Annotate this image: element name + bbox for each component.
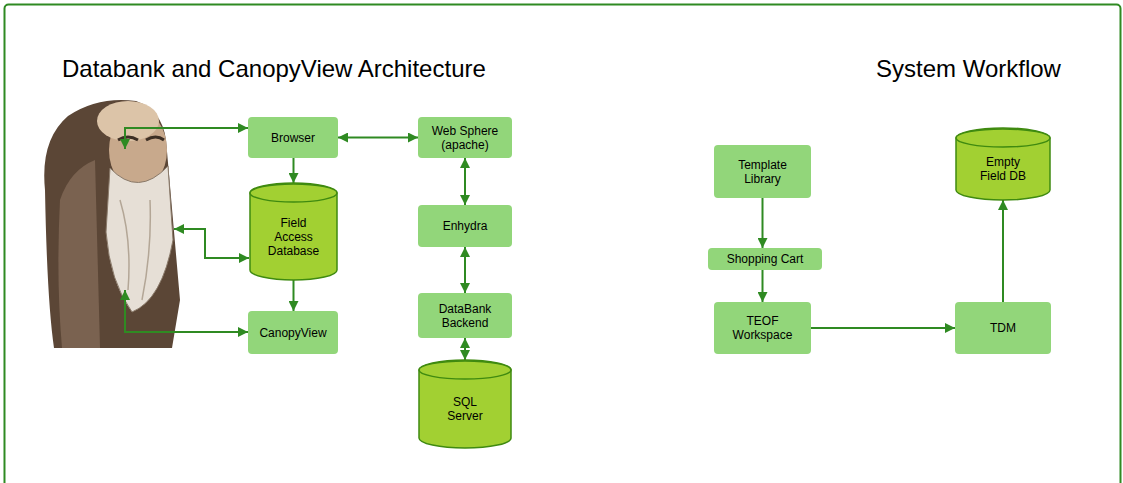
- node-label: TDM: [990, 321, 1016, 335]
- connector-arrow: [338, 137, 418, 139]
- database-cylinder: SQL Server: [418, 360, 512, 448]
- user-portrait: [44, 100, 180, 348]
- section-heading: System Workflow: [876, 55, 1061, 83]
- user-link: [174, 229, 249, 258]
- cylinder-top: [250, 184, 337, 202]
- connector-arrow: [762, 270, 764, 302]
- process-box: TEOF Workspace: [714, 302, 811, 354]
- portrait-coat: [44, 100, 180, 348]
- node-label: Shopping Cart: [727, 252, 804, 266]
- process-box: Shopping Cart: [708, 248, 822, 270]
- portrait-beard: [106, 166, 173, 312]
- process-box: Enhydra: [418, 205, 512, 247]
- node-label: Field Access Database: [264, 216, 324, 258]
- cylinder-top: [419, 361, 511, 379]
- connector-arrow: [464, 338, 466, 360]
- user-link: [125, 128, 248, 149]
- connector-arrow: [811, 327, 955, 329]
- node-label: Browser: [271, 131, 315, 145]
- node-label: CanopyView: [259, 326, 326, 340]
- cylinder-body: [956, 128, 1050, 200]
- cylinder-body: [419, 360, 511, 448]
- process-box: Web Sphere (apache): [418, 117, 512, 158]
- database-cylinder: Field Access Database: [249, 183, 338, 280]
- node-label: SQL Server: [440, 395, 490, 423]
- connector-arrow: [293, 158, 295, 183]
- connector-arrow: [1002, 200, 1004, 302]
- user-link: [125, 290, 248, 332]
- node-label: TEOF Workspace: [725, 314, 801, 342]
- database-cylinder: Empty Field DB: [955, 128, 1051, 200]
- node-label: DataBank Backend: [429, 302, 501, 330]
- portrait-beard-lines: [120, 200, 150, 300]
- frame-border: [5, 5, 1121, 483]
- process-box: Browser: [248, 117, 338, 158]
- connector-arrow: [464, 158, 466, 205]
- portrait-forehead: [97, 101, 159, 141]
- process-box: Template Library: [714, 145, 811, 198]
- connector-arrow: [464, 247, 466, 293]
- process-box: TDM: [955, 302, 1051, 354]
- cylinder-body: [250, 183, 337, 280]
- node-label: Template Library: [732, 158, 794, 186]
- section-heading: Databank and CanopyView Architecture: [62, 55, 486, 83]
- node-label: Empty Field DB: [973, 155, 1033, 183]
- node-label: Web Sphere (apache): [426, 124, 504, 152]
- connector-arrow: [762, 198, 764, 248]
- connector-arrow: [293, 280, 295, 311]
- node-label: Enhydra: [443, 219, 488, 233]
- process-box: CanopyView: [248, 311, 338, 354]
- cylinder-top: [956, 129, 1050, 147]
- portrait-shoulder: [58, 160, 100, 348]
- process-box: DataBank Backend: [418, 293, 512, 338]
